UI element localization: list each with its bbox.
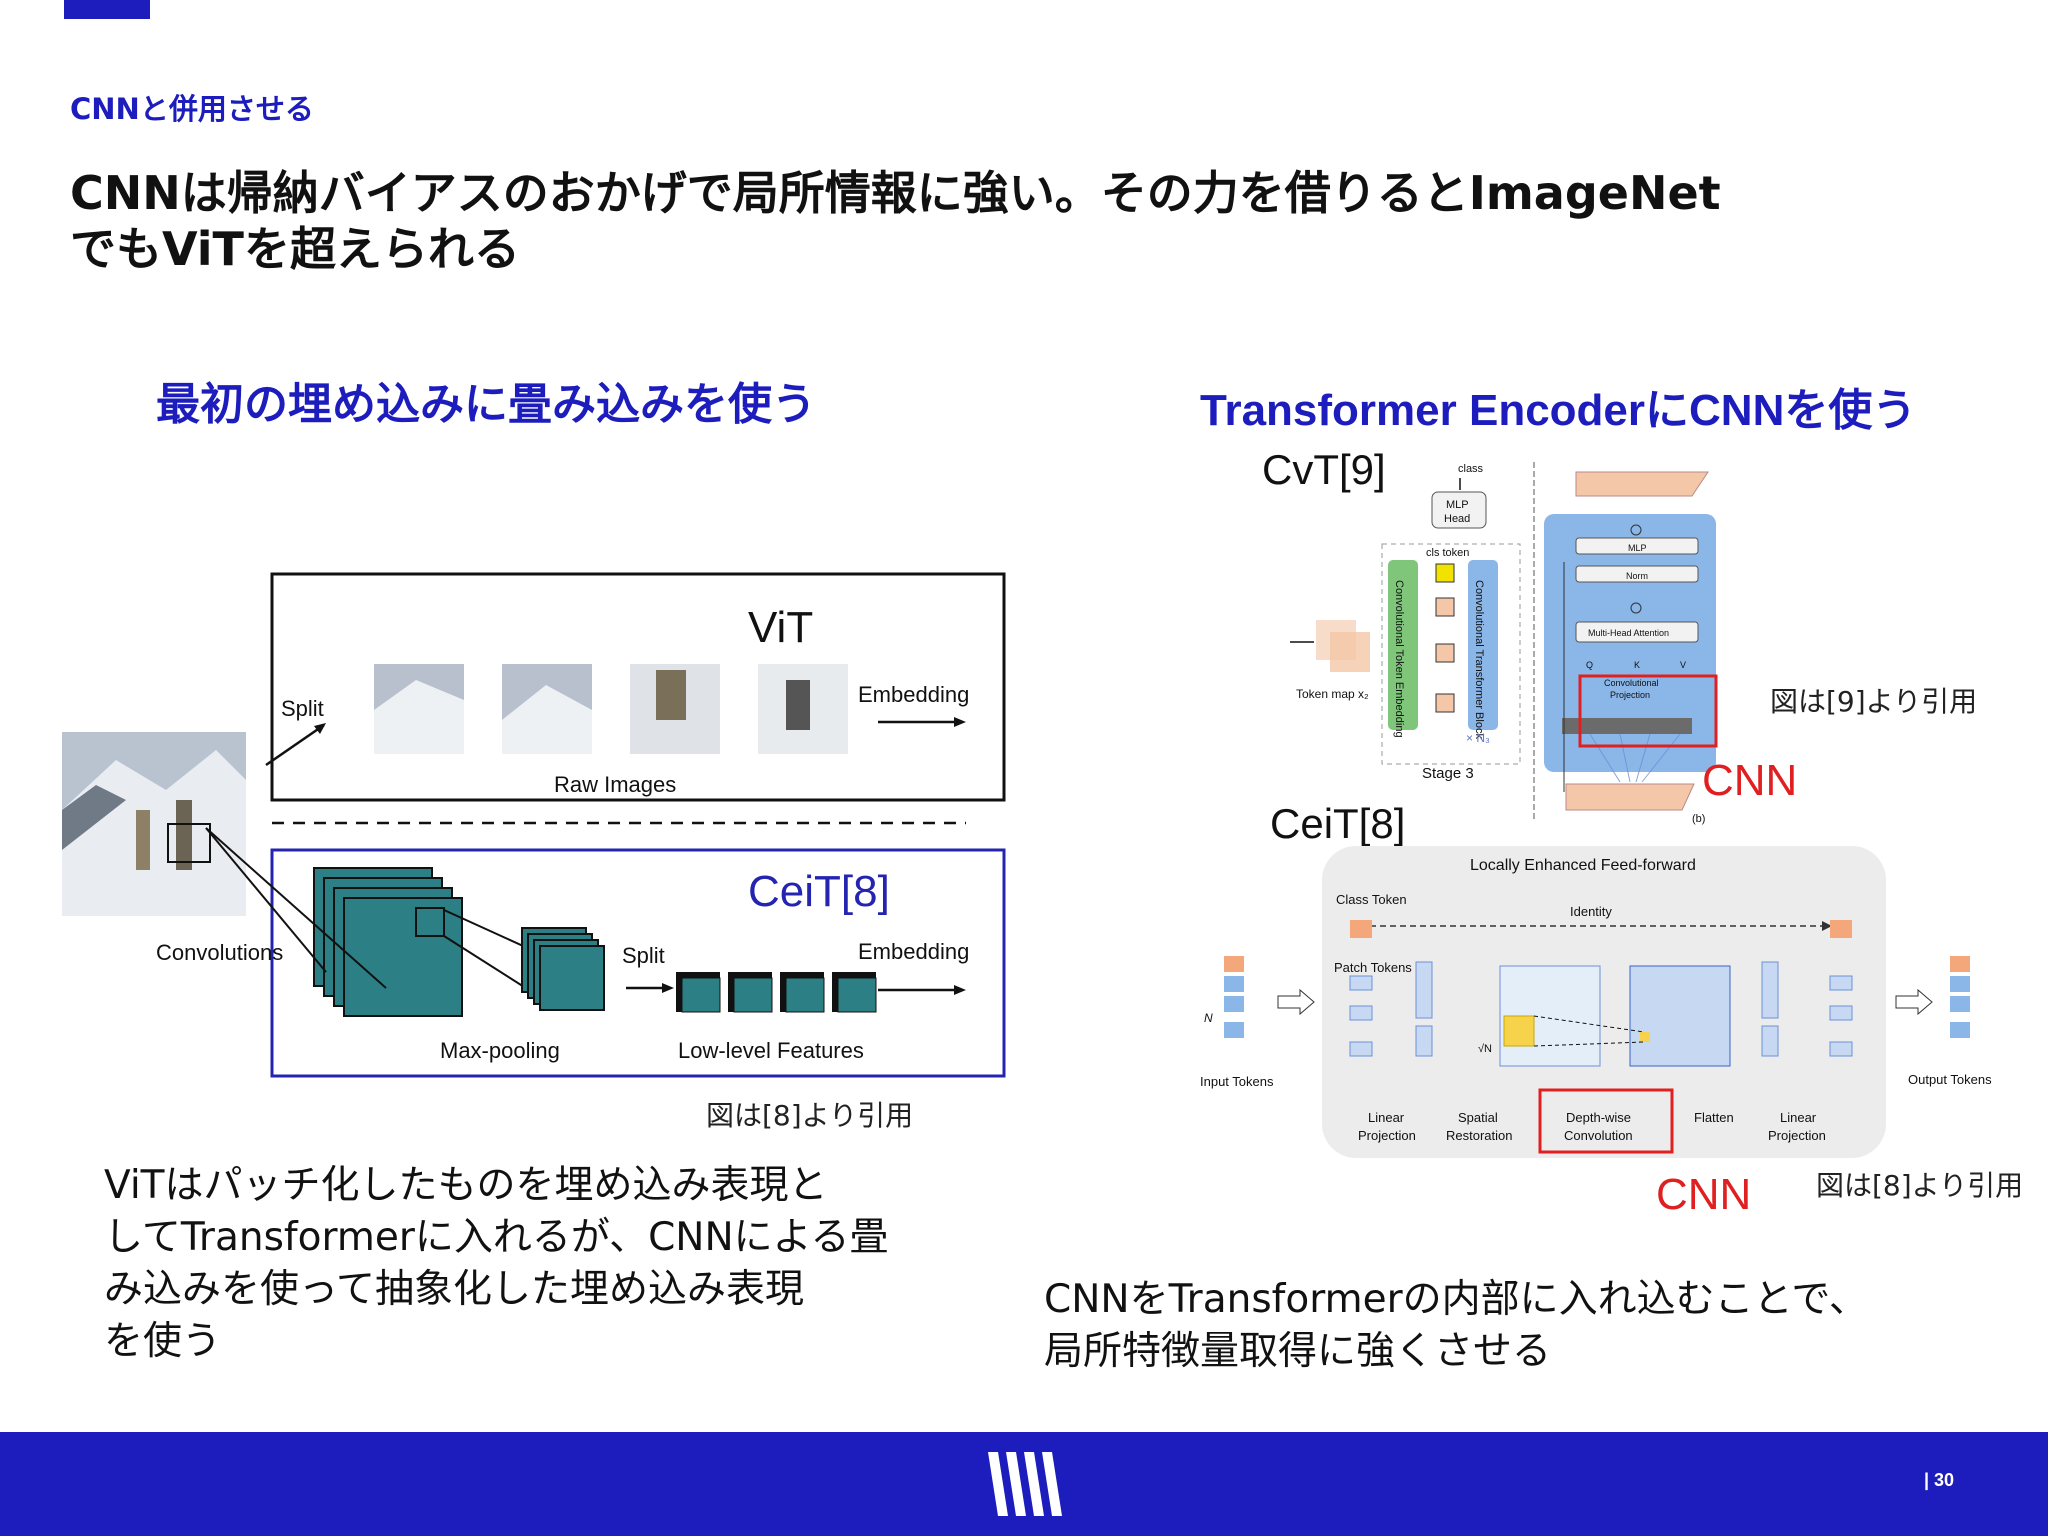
cvt-figure-caption: 図は[9]より引用 [1770, 685, 1978, 718]
stage-label: Stage 3 [1422, 765, 1474, 782]
mha-label: Multi-Head Attention [1588, 628, 1669, 638]
conv-proj-label-1: Convolutional [1604, 678, 1659, 688]
embedding-label-top: Embedding [858, 682, 969, 707]
left-figure-caption: 図は[8]より引用 [706, 1099, 914, 1132]
headline-line-2: でもViTを超えられる [70, 222, 520, 276]
headline-line-1: CNNは帰納バイアスのおかげで局所情報に強い。その力を借りるとImageNet [70, 166, 1721, 220]
conv-transformer-block-label: Convolutional Transformer Block [1473, 580, 1485, 739]
cls-token-label: cls token [1426, 547, 1469, 559]
left-body-line: を使う [104, 1319, 222, 1364]
ceit-cnn-tag: CNN [1656, 1170, 1752, 1219]
low-level-feature-patches [676, 972, 877, 1013]
cvt-label: CvT[9] [1262, 446, 1386, 493]
source-photo [62, 732, 246, 916]
convolutions-label: Convolutions [156, 940, 283, 965]
mlp-head-label-1: MLP [1446, 499, 1469, 511]
vit-label: ViT [748, 603, 813, 652]
vit-ceit-figure: ViT Split Embedding Raw Images CeiT[8] C… [62, 572, 1006, 1078]
leff-panel [1322, 846, 1886, 1158]
sqrt-n-label: √N [1478, 1043, 1492, 1055]
ceit-right-label: CeiT[8] [1270, 800, 1406, 847]
leff-title: Locally Enhanced Feed-forward [1470, 857, 1696, 874]
q-label: Q [1586, 660, 1593, 670]
raw-image-patches [374, 664, 848, 754]
page-number: | 30 [1924, 1470, 1955, 1490]
class-token-label: Class Token [1336, 892, 1407, 907]
n3-label: × N₃ [1466, 731, 1490, 745]
input-token-grid [1565, 783, 1695, 811]
cvt-cnn-highlight [1578, 674, 1718, 748]
convolution-feature-maps [313, 867, 463, 1017]
depthwise-conv-cube [1629, 965, 1731, 1067]
step-label: Flatten [1694, 1110, 1734, 1125]
mlp-head-label-2: Head [1444, 513, 1470, 525]
mlp-label: MLP [1628, 543, 1647, 553]
output-tokens [1950, 956, 1970, 1038]
input-tokens [1224, 956, 1244, 1038]
norm-label: Norm [1626, 571, 1648, 581]
ceit-label: CeiT[8] [748, 867, 890, 916]
step-label: Linear [1368, 1110, 1405, 1125]
company-logo-icon [988, 1452, 1062, 1516]
step-label: Depth-wise [1566, 1110, 1631, 1125]
cvt-cnn-tag: CNN [1702, 756, 1798, 805]
raw-images-label: Raw Images [554, 772, 676, 797]
spatial-restoration-cube [1499, 965, 1601, 1067]
identity-label: Identity [1570, 904, 1612, 919]
patch-tokens-label: Patch Tokens [1334, 960, 1412, 975]
low-level-features-label: Low-level Features [678, 1038, 864, 1063]
conv-token-embedding-label: Convolutional Token Embedding [1393, 580, 1405, 738]
ceit-figure-caption: 図は[8]より引用 [1816, 1169, 2024, 1202]
right-body-line: 局所特徴量取得に強くさせる [1044, 1329, 1552, 1374]
k-label: K [1634, 660, 1640, 670]
cvt-figure: class MLP Head cls token Convolutional T… [1290, 462, 1718, 825]
slide-headline: CNNは帰納バイアスのおかげで局所情報に強い。その力を借りるとImageNet … [70, 165, 1970, 277]
stage-box [1381, 543, 1521, 765]
right-body-text: CNNをTransformerの内部に入れ込むことで、 局所特徴量取得に強くさせ… [1044, 1274, 2004, 1378]
split-label-top: Split [281, 696, 324, 721]
section-label: CNNと併用させる [70, 92, 314, 126]
split-arrow-top [265, 723, 325, 767]
split-label-bottom: Split [622, 943, 665, 968]
ceit-cnn-highlight [1538, 1088, 1674, 1154]
n-label: N [1204, 1011, 1213, 1025]
right-body-line: CNNをTransformerの内部に入れ込むことで、 [1044, 1277, 1868, 1322]
conv-proj-label-2: Projection [1610, 690, 1650, 700]
step-label: Projection [1768, 1128, 1826, 1143]
max-pooling-label: Max-pooling [440, 1038, 560, 1063]
step-label: Projection [1358, 1128, 1416, 1143]
left-body-line: してTransformerに入れるが、CNNによる畳 [104, 1215, 889, 1260]
conv-transformer-block [1468, 560, 1498, 730]
left-body-line: み込みを使って抽象化した埋め込み表現 [104, 1267, 805, 1312]
left-body-line: ViTはパッチ化したものを埋め込み表現と [104, 1163, 828, 1208]
step-label: Convolution [1564, 1128, 1633, 1143]
step-label: Restoration [1446, 1128, 1512, 1143]
cvt-class-label: class [1458, 463, 1484, 475]
brand-corner-mark [64, 0, 150, 19]
mlp-head-box [1431, 491, 1487, 529]
conv-token-embedding-block [1388, 560, 1418, 730]
max-pooling-maps [521, 927, 605, 1011]
output-token-grid [1575, 471, 1709, 497]
ceit-box [270, 848, 1006, 1078]
output-tokens-label: Output Tokens [1908, 1072, 1992, 1087]
embedding-label-bottom: Embedding [858, 939, 969, 964]
left-body-text: ViTはパッチ化したものを埋め込み表現と してTransformerに入れるが、… [104, 1160, 1004, 1368]
figure-b-label: (b) [1692, 813, 1705, 825]
v-label: V [1680, 660, 1686, 670]
vit-box [270, 572, 1006, 802]
right-column-title: Transformer EncoderにCNNを使う [1200, 386, 1917, 435]
input-tokens-label: Input Tokens [1200, 1074, 1274, 1089]
left-column-title: 最初の埋め込みに畳み込みを使う [156, 379, 816, 430]
footer-bar [0, 1432, 2048, 1536]
ceit-leff-figure: Locally Enhanced Feed-forward Class Toke… [1200, 846, 1992, 1158]
step-label: Spatial [1458, 1110, 1498, 1125]
step-label: Linear [1780, 1110, 1817, 1125]
token-map-label: Token map x₂ [1296, 687, 1369, 701]
